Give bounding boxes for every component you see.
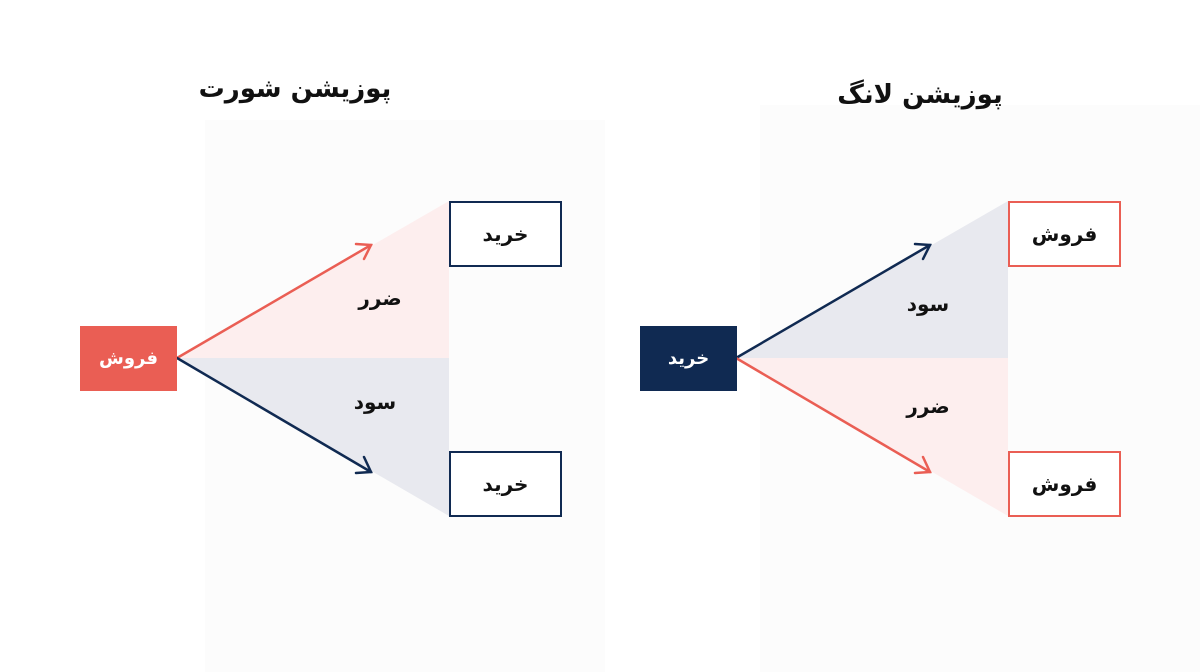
short-upper-buy-box: خرید bbox=[449, 201, 562, 267]
short-position-title: پوزیشن شورت bbox=[198, 74, 392, 104]
long-source-label: خرید bbox=[667, 348, 710, 369]
short-profit-label: سود bbox=[353, 390, 397, 414]
short-lower-buy-box: خرید bbox=[449, 451, 562, 517]
long-down-arrow-icon bbox=[734, 356, 932, 475]
short-source-sell-box: فروش bbox=[80, 326, 177, 391]
long-lower-sell-box: فروش bbox=[1008, 451, 1121, 517]
long-upper-sell-box: فروش bbox=[1008, 201, 1121, 267]
long-position-title: پوزیشن لانگ bbox=[837, 80, 1003, 110]
short-lower-target-label: خرید bbox=[482, 472, 529, 496]
short-down-arrow-icon bbox=[175, 356, 373, 475]
long-profit-label: سود bbox=[906, 292, 950, 316]
long-lower-target-label: فروش bbox=[1031, 472, 1098, 496]
long-upper-target-label: فروش bbox=[1031, 222, 1098, 246]
short-upper-target-label: خرید bbox=[482, 222, 529, 246]
short-up-arrow-icon bbox=[175, 242, 373, 360]
long-loss-label: ضرر bbox=[906, 394, 950, 418]
short-source-label: فروش bbox=[99, 348, 159, 369]
long-source-buy-box: خرید bbox=[640, 326, 737, 391]
long-up-arrow-icon bbox=[734, 242, 932, 360]
short-loss-label: ضرر bbox=[358, 286, 402, 310]
